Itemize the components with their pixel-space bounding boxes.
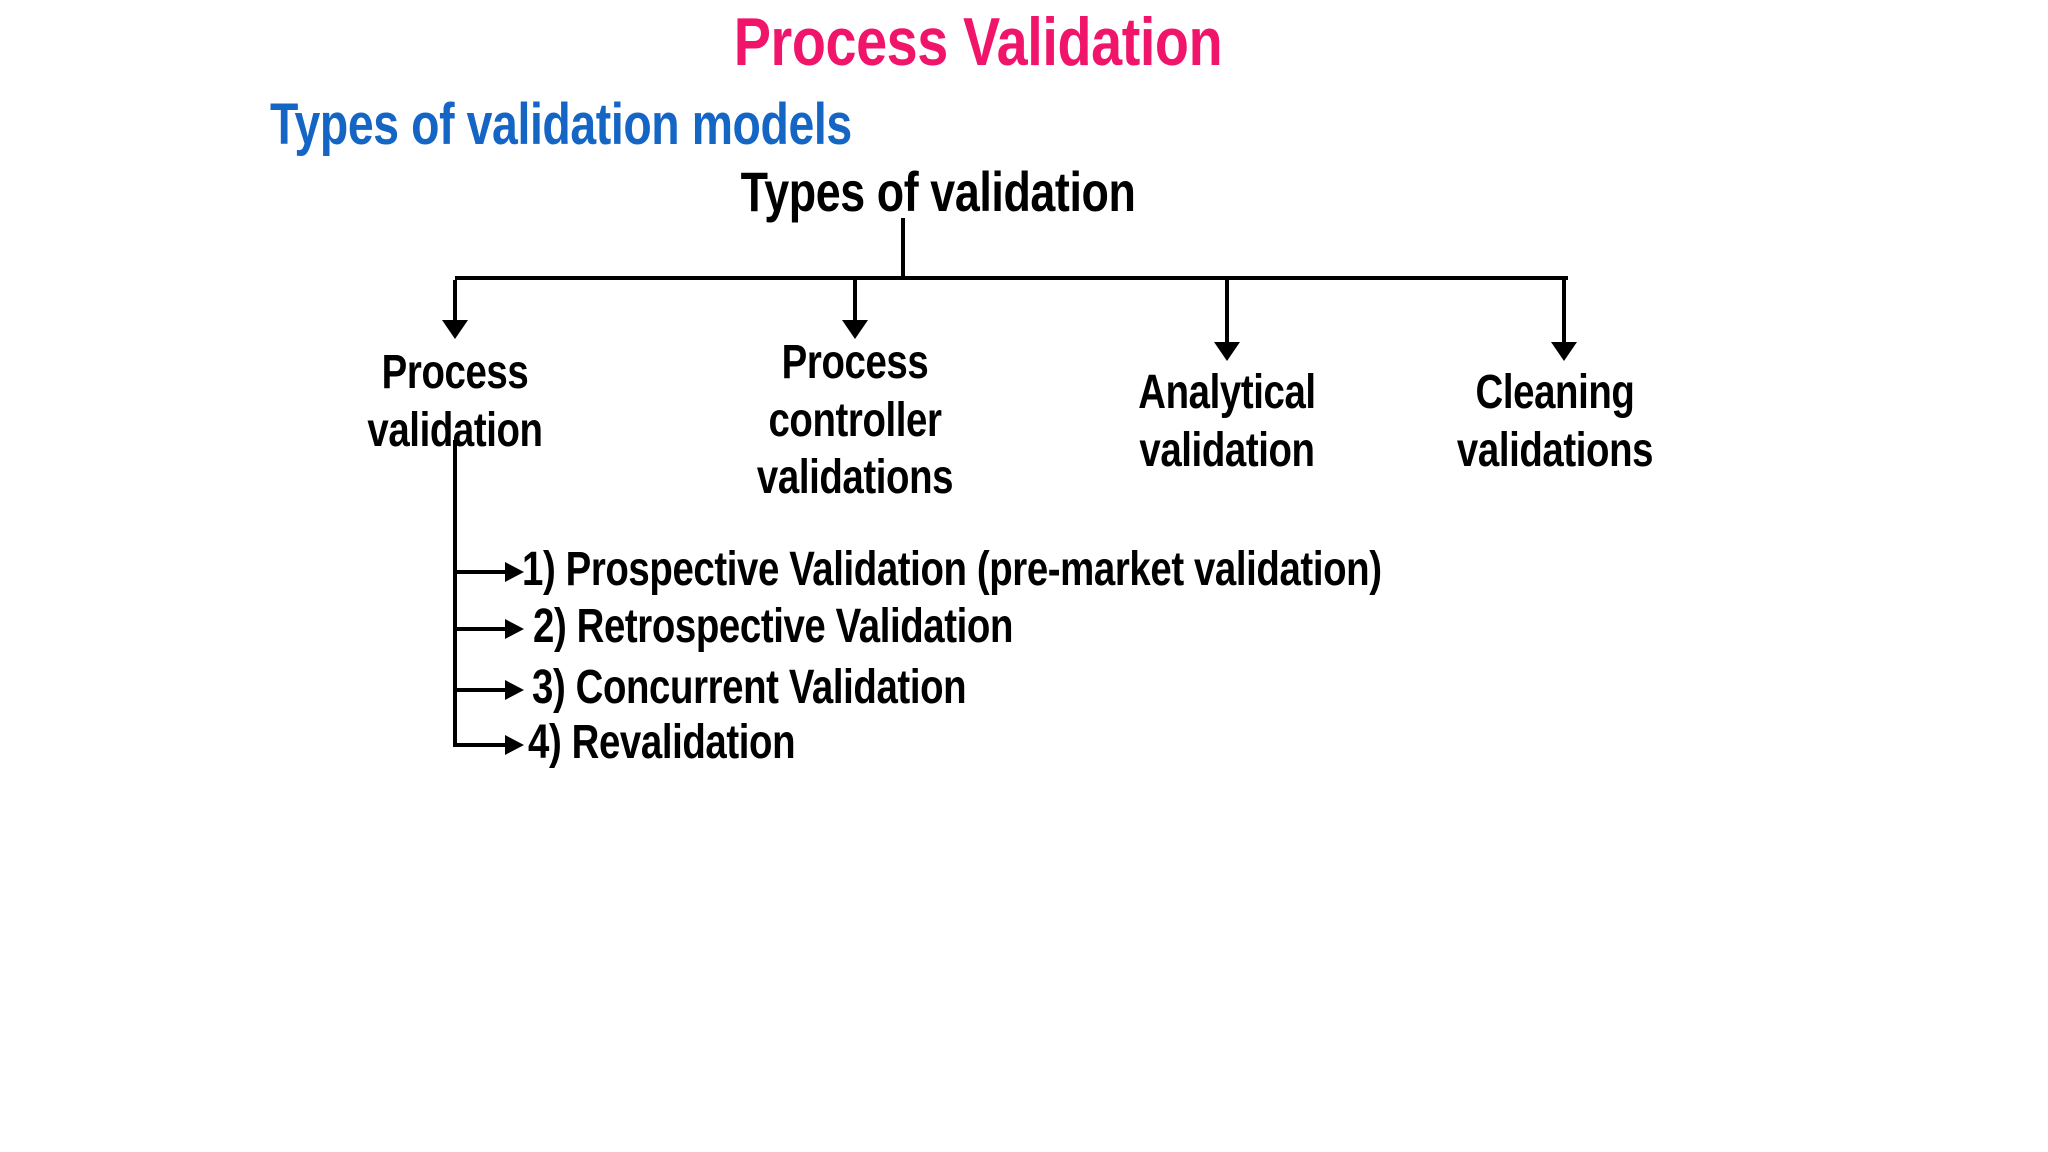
branch-label-cleaning-validations: Cleaning validations — [1456, 364, 1654, 479]
branch-label-line: validations — [756, 451, 954, 505]
right-arrow-shaft — [455, 743, 505, 747]
tree-horizontal-line — [455, 276, 1568, 280]
validation-type-item: 3) Concurrent Validation — [532, 661, 967, 714]
right-arrow-icon — [505, 619, 524, 639]
branch-label-analytical-validation: Analytical validation — [1138, 364, 1316, 479]
right-arrow-icon — [505, 562, 524, 582]
process-validation-stem-line — [453, 440, 457, 747]
down-arrow-shaft — [853, 280, 857, 320]
slide-title: Process Validation — [733, 4, 1223, 80]
right-arrow-shaft — [455, 570, 505, 574]
root-stem-line — [901, 218, 905, 280]
branch-label-process-controller-validations: Process controller validations — [756, 334, 954, 507]
down-arrow-icon — [442, 320, 468, 339]
branch-label-line: Process — [781, 336, 929, 389]
down-arrow-icon — [842, 320, 868, 339]
branch-label-line: validations — [1456, 423, 1654, 477]
down-arrow-shaft — [1562, 280, 1566, 342]
branch-label-line: Process — [381, 346, 529, 399]
slide-subtitle: Types of validation models — [270, 92, 852, 157]
right-arrow-shaft — [455, 627, 505, 631]
validation-type-item: 1) Prospective Validation (pre-market va… — [522, 543, 1382, 596]
branch-label-line: Analytical — [1138, 366, 1316, 419]
branch-label-line: Cleaning — [1475, 366, 1635, 419]
down-arrow-shaft — [453, 280, 457, 320]
branch-label-line: validation — [1139, 423, 1315, 477]
tree-root-label: Types of validation — [740, 160, 1136, 223]
down-arrow-shaft — [1225, 280, 1229, 342]
down-arrow-icon — [1551, 342, 1577, 361]
down-arrow-icon — [1214, 342, 1240, 361]
right-arrow-icon — [505, 680, 524, 700]
right-arrow-icon — [505, 735, 524, 755]
validation-type-item: 4) Revalidation — [528, 716, 796, 769]
right-arrow-shaft — [455, 688, 505, 692]
branch-label-line: controller — [768, 393, 942, 447]
validation-type-item: 2) Retrospective Validation — [533, 600, 1014, 653]
